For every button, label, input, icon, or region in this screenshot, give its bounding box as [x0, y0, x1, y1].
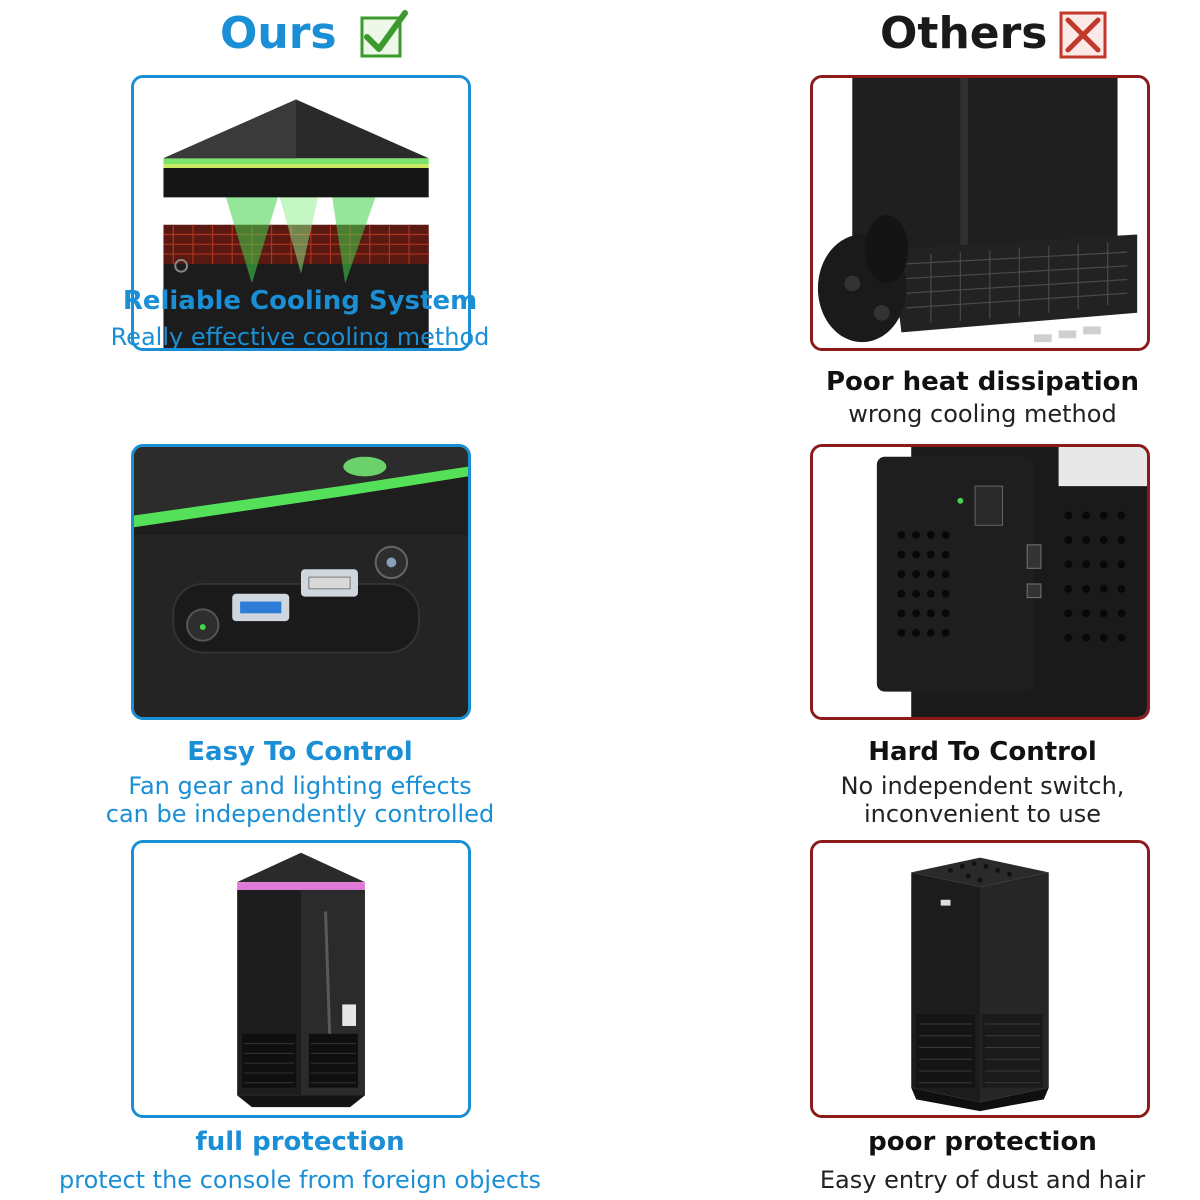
others-control-desc-line2: inconvenient to use [863, 800, 1102, 828]
ours-control-image [131, 444, 471, 720]
ours-control-caption: Easy To Control Fan gear and lighting ef… [30, 736, 570, 828]
others-heading-text: Others [880, 8, 1048, 59]
red-x-icon [1059, 11, 1106, 59]
ours-cooling-image [131, 75, 471, 351]
others-protection-caption: poor protection Easy entry of dust and h… [710, 1126, 1200, 1194]
ours-protection-title: full protection [195, 1127, 405, 1157]
others-cooling-caption: Poor heat dissipation wrong cooling meth… [710, 366, 1200, 428]
others-heading: Others [880, 4, 1108, 64]
ours-heading-text: Ours [220, 8, 337, 59]
others-protection-desc: Easy entry of dust and hair [819, 1166, 1146, 1194]
others-control-image [810, 444, 1150, 720]
others-control-title: Hard To Control [868, 737, 1097, 767]
green-check-icon [360, 10, 408, 58]
ours-control-desc-line2: can be independently controlled [105, 800, 495, 828]
ours-protection-desc: protect the console from foreign objects [59, 1166, 541, 1194]
ours-protection-caption: full protection protect the console from… [30, 1126, 570, 1194]
ours-control-title: Easy To Control [187, 737, 413, 767]
ours-control-desc-line1: Fan gear and lighting effects [128, 772, 472, 800]
others-cooling-title: Poor heat dissipation [825, 367, 1140, 397]
others-cooling-desc: wrong cooling method [848, 400, 1117, 428]
ours-cooling-desc: Really effective cooling method [110, 323, 490, 351]
others-cooling-image [810, 75, 1150, 351]
ours-protection-image [131, 840, 471, 1118]
others-control-desc-line1: No independent switch, [840, 772, 1125, 800]
ours-cooling-title: Reliable Cooling System [122, 286, 478, 316]
others-control-caption: Hard To Control No independent switch, i… [710, 736, 1200, 828]
others-protection-title: poor protection [868, 1127, 1097, 1157]
others-protection-image [810, 840, 1150, 1118]
ours-cooling-caption: Reliable Cooling System Really effective… [30, 285, 570, 351]
ours-heading: Ours [220, 4, 409, 64]
